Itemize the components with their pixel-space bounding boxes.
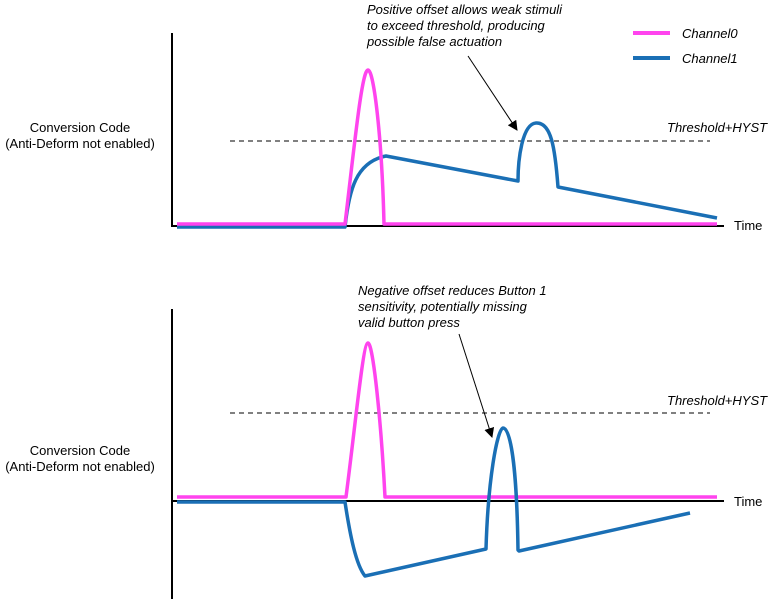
y-axis-label-line2: (Anti-Deform not enabled) [5,459,155,474]
legend-channel1-label: Channel1 [682,51,738,66]
panel-top: Conversion Code (Anti-Deform not enabled… [5,2,768,233]
channel1-trace [177,121,718,229]
annotation-line1: Negative offset reduces Button 1 [358,283,547,298]
y-axis-label-line2: (Anti-Deform not enabled) [5,136,155,151]
channel0-trace [177,68,717,226]
annotation-line2: sensitivity, potentially missing [358,299,528,314]
threshold-label: Threshold+HYST [667,120,768,135]
annotation-arrow [467,55,518,131]
channel0-trace [177,341,717,499]
annotation-line3: possible false actuation [366,34,502,49]
y-axis-label-line1: Conversion Code [30,443,130,458]
time-label: Time [734,494,762,509]
panel-bottom: Conversion Code (Anti-Deform not enabled… [5,283,768,599]
legend-channel0-label: Channel0 [682,26,738,41]
annotation-line2: to exceed threshold, producing [367,18,546,33]
y-axis-label-line1: Conversion Code [30,120,130,135]
channel1-trace [177,426,691,578]
annotation-line3: valid button press [358,315,460,330]
threshold-label: Threshold+HYST [667,393,768,408]
time-label: Time [734,218,762,233]
annotation-arrow [458,333,495,438]
annotation-line1: Positive offset allows weak stimuli [367,2,563,17]
legend: Channel0 Channel1 [633,26,738,66]
